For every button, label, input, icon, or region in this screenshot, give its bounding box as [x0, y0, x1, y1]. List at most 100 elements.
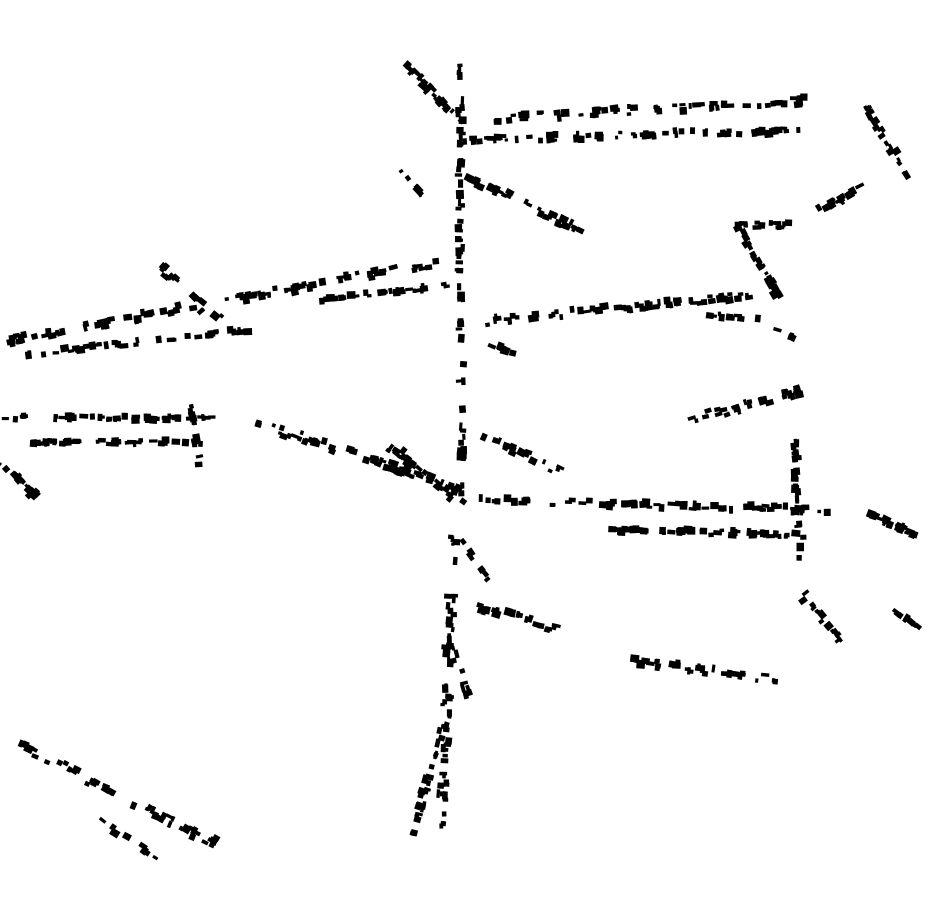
building: [254, 421, 262, 429]
building: [793, 467, 801, 476]
building: [62, 759, 70, 767]
building: [96, 318, 106, 326]
building: [520, 110, 530, 119]
building: [486, 182, 497, 193]
building: [143, 313, 153, 318]
building: [791, 451, 796, 456]
building: [424, 773, 430, 781]
building: [121, 412, 128, 420]
building: [761, 503, 770, 509]
building: [687, 526, 696, 535]
building: [124, 440, 130, 445]
building: [338, 295, 347, 301]
building: [447, 714, 452, 719]
building: [24, 483, 29, 488]
building: [556, 114, 562, 122]
building: [609, 104, 619, 113]
building: [701, 413, 710, 420]
building: [810, 605, 817, 612]
building: [457, 333, 465, 343]
building: [453, 649, 460, 659]
building: [896, 611, 904, 620]
building: [554, 218, 563, 227]
building: [493, 140, 497, 144]
building: [531, 620, 543, 629]
building: [690, 301, 699, 305]
building: [318, 297, 325, 305]
building: [689, 127, 696, 135]
building: [49, 438, 58, 444]
building: [452, 556, 458, 566]
building: [6, 337, 16, 346]
building: [476, 607, 482, 614]
building: [794, 524, 802, 529]
building: [168, 309, 175, 316]
building: [692, 500, 697, 509]
building: [834, 197, 843, 205]
building: [723, 411, 731, 418]
building: [505, 187, 515, 197]
building: [503, 494, 512, 503]
building: [442, 699, 448, 705]
building: [864, 110, 874, 121]
building: [277, 431, 283, 436]
building: [908, 530, 917, 540]
building: [491, 499, 496, 504]
building: [718, 295, 727, 303]
building: [436, 789, 441, 799]
building: [791, 334, 797, 343]
building: [433, 750, 439, 760]
building: [675, 300, 682, 307]
building: [72, 767, 80, 774]
building: [718, 406, 728, 413]
building: [459, 103, 465, 112]
building: [67, 766, 73, 773]
building: [425, 471, 437, 482]
building: [278, 424, 286, 432]
building: [454, 267, 463, 272]
building: [721, 104, 727, 109]
building: [746, 505, 755, 510]
building: [608, 525, 617, 533]
building: [478, 565, 486, 574]
building: [455, 111, 461, 118]
building: [398, 466, 403, 472]
building: [716, 132, 725, 138]
building: [202, 415, 206, 421]
building: [459, 683, 466, 693]
building: [426, 779, 432, 787]
building: [417, 789, 425, 799]
building: [757, 531, 762, 535]
building: [711, 664, 716, 673]
building: [452, 538, 461, 546]
building: [707, 297, 716, 305]
building: [230, 328, 237, 336]
building: [12, 415, 19, 423]
building: [903, 530, 910, 536]
building: [627, 103, 631, 110]
building: [450, 626, 455, 633]
building: [162, 416, 171, 422]
building: [630, 499, 637, 504]
building: [198, 440, 204, 447]
building: [515, 612, 524, 619]
building: [445, 601, 451, 610]
building: [791, 484, 800, 494]
building: [505, 116, 513, 124]
building: [457, 141, 464, 147]
building: [704, 407, 712, 414]
building: [781, 388, 790, 396]
building: [782, 502, 789, 510]
building: [457, 65, 462, 75]
building: [422, 88, 430, 95]
building: [723, 130, 731, 136]
building: [499, 134, 507, 138]
building: [290, 433, 299, 440]
building: [616, 527, 622, 536]
building: [483, 605, 491, 615]
building: [483, 576, 491, 583]
building: [445, 494, 454, 503]
building: [58, 440, 66, 447]
building: [655, 658, 660, 664]
building: [762, 529, 770, 538]
